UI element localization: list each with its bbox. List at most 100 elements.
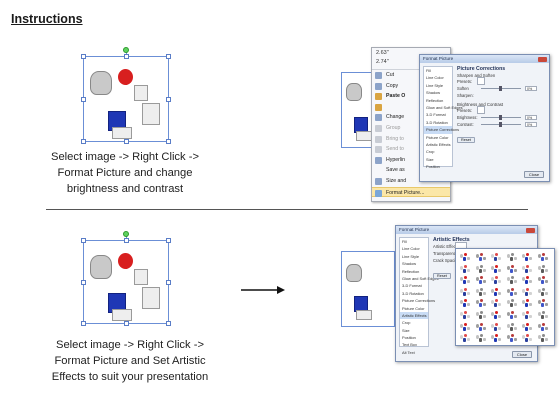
effect-thumbnail[interactable]	[475, 333, 487, 343]
category-item[interactable]: Position	[426, 164, 440, 170]
effect-thumbnail[interactable]	[506, 264, 518, 274]
effect-thumbnail[interactable]	[521, 287, 533, 297]
category-item[interactable]: Size	[402, 327, 410, 333]
category-item[interactable]: Crop	[402, 320, 411, 326]
selected-picture-step2-right[interactable]	[341, 251, 395, 327]
category-item[interactable]: Alt Text	[402, 349, 415, 355]
effect-thumbnail[interactable]	[506, 287, 518, 297]
effect-thumbnail[interactable]	[490, 252, 502, 262]
menu-item-send-to-back[interactable]: Send to	[372, 144, 450, 155]
resize-handle[interactable]	[124, 139, 129, 144]
category-item[interactable]: Artistic Effects	[426, 141, 451, 147]
category-item[interactable]: 3-D Rotation	[402, 290, 424, 296]
resize-handle[interactable]	[81, 54, 86, 59]
category-item[interactable]: Text Box	[402, 342, 417, 348]
category-item[interactable]: Picture Color	[426, 134, 449, 140]
effect-thumbnail[interactable]	[537, 322, 549, 332]
effect-thumbnail[interactable]	[537, 298, 549, 308]
selected-picture-step1[interactable]	[81, 47, 171, 144]
category-item[interactable]: Reflection	[402, 268, 420, 274]
category-item[interactable]: Fill	[426, 68, 431, 73]
effect-thumbnail[interactable]	[521, 333, 533, 343]
effect-thumbnail[interactable]	[459, 322, 471, 332]
menu-item-format-picture[interactable]: Format Picture...	[372, 186, 450, 198]
sharpen-slider[interactable]	[481, 86, 521, 91]
effect-thumbnail[interactable]	[521, 264, 533, 274]
effect-thumbnail[interactable]	[537, 287, 549, 297]
effect-thumbnail[interactable]	[475, 264, 487, 274]
resize-handle[interactable]	[166, 97, 171, 102]
effect-thumbnail[interactable]	[459, 264, 471, 274]
effect-thumbnail[interactable]	[475, 275, 487, 285]
effect-thumbnail[interactable]	[459, 298, 471, 308]
resize-handle[interactable]	[81, 321, 86, 326]
resize-handle[interactable]	[124, 321, 129, 326]
close-button[interactable]: Close	[512, 351, 532, 358]
effect-thumbnail[interactable]	[459, 287, 471, 297]
effect-thumbnail[interactable]	[521, 310, 533, 320]
resize-handle[interactable]	[81, 97, 86, 102]
resize-handle[interactable]	[166, 238, 171, 243]
effect-thumbnail[interactable]	[537, 252, 549, 262]
effect-thumbnail[interactable]	[459, 252, 471, 262]
resize-handle[interactable]	[166, 280, 171, 285]
resize-handle[interactable]	[81, 280, 86, 285]
presets-dropdown[interactable]	[477, 77, 485, 85]
resize-handle[interactable]	[81, 139, 86, 144]
effect-thumbnail[interactable]	[490, 298, 502, 308]
category-item[interactable]: Line Style	[426, 82, 444, 88]
sharpen-value[interactable]: 0%	[525, 86, 537, 91]
effect-thumbnail[interactable]	[537, 333, 549, 343]
close-icon[interactable]	[526, 227, 535, 233]
category-item[interactable]: 3-D Format	[402, 283, 422, 289]
effect-thumbnail[interactable]	[521, 298, 533, 308]
menu-item-bring-to-front[interactable]: Bring to	[372, 134, 450, 145]
reset-button[interactable]: Reset	[433, 273, 451, 279]
menu-item-cut[interactable]: Cut	[372, 70, 450, 81]
category-item[interactable]: 3-D Format	[426, 112, 446, 118]
category-item[interactable]: Line Style	[402, 253, 420, 259]
width-field[interactable]: 2.74"	[376, 59, 389, 65]
menu-item-change-picture[interactable]: Change	[372, 112, 450, 123]
effect-thumbnail[interactable]	[459, 310, 471, 320]
menu-item-group[interactable]: Group	[372, 123, 450, 134]
category-item[interactable]: Crop	[426, 149, 435, 155]
effect-thumbnail[interactable]	[475, 310, 487, 320]
resize-handle[interactable]	[124, 238, 129, 243]
effect-thumbnail[interactable]	[475, 252, 487, 262]
category-item[interactable]: Shadow	[402, 261, 417, 267]
effect-thumbnail[interactable]	[459, 275, 471, 285]
menu-item-paste[interactable]: Paste O	[372, 91, 450, 102]
effect-thumbnail[interactable]	[506, 298, 518, 308]
reset-button[interactable]: Reset	[457, 137, 475, 143]
category-item[interactable]: Shadow	[426, 90, 441, 96]
contrast-slider[interactable]	[481, 122, 521, 127]
resize-handle[interactable]	[81, 238, 86, 243]
category-item[interactable]: Line Color	[402, 246, 420, 252]
effect-thumbnail[interactable]	[459, 333, 471, 343]
brightness-slider[interactable]	[481, 115, 521, 120]
effect-thumbnail[interactable]	[521, 322, 533, 332]
menu-item-hyperlink[interactable]: Hyperlin	[372, 155, 450, 166]
effect-thumbnail[interactable]	[506, 310, 518, 320]
category-item[interactable]: Fill	[402, 239, 407, 244]
effect-thumbnail[interactable]	[537, 264, 549, 274]
close-icon[interactable]	[538, 56, 547, 62]
category-item[interactable]: Reflection	[426, 97, 444, 103]
menu-item-size-and-position[interactable]: Size and	[372, 176, 450, 187]
category-item[interactable]: 3-D Rotation	[426, 119, 448, 125]
brightness-value[interactable]: 0%	[525, 115, 537, 120]
effect-thumbnail[interactable]	[506, 333, 518, 343]
effect-thumbnail[interactable]	[537, 275, 549, 285]
category-item[interactable]: Glow and Soft Edges	[402, 275, 439, 281]
rotation-handle[interactable]	[123, 47, 129, 53]
close-button[interactable]: Close	[524, 171, 544, 178]
height-field[interactable]: 2.63"	[376, 50, 389, 56]
effect-thumbnail[interactable]	[521, 252, 533, 262]
category-item-active[interactable]: Artistic Effects	[400, 311, 428, 320]
effect-thumbnail[interactable]	[475, 287, 487, 297]
selected-picture-step1-right[interactable]	[341, 72, 395, 148]
category-item[interactable]: Picture Color	[402, 305, 425, 311]
effect-thumbnail[interactable]	[490, 275, 502, 285]
contrast-value[interactable]: 0%	[525, 122, 537, 127]
